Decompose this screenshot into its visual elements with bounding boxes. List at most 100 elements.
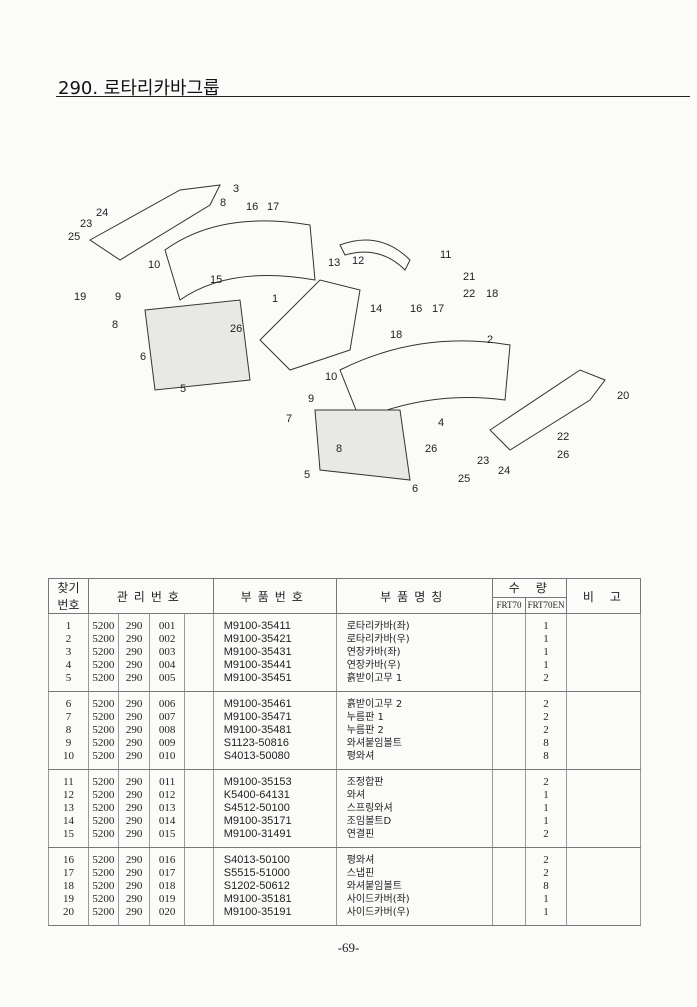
part-no-cell: S5515-51000 bbox=[212, 867, 337, 880]
qty-frt70en-cell: 8 bbox=[525, 750, 567, 770]
mgmt-no-2-cell: 290 bbox=[117, 711, 151, 724]
part-no-cell: M9100-35171 bbox=[212, 815, 337, 828]
mgmt-no-2-cell: 290 bbox=[117, 893, 151, 906]
part-no-cell: K5400-64131 bbox=[212, 789, 337, 802]
callout: 26 bbox=[557, 449, 569, 461]
mgmt-no-1-cell: 5200 bbox=[87, 737, 119, 750]
ref-no-cell: 7 bbox=[48, 711, 89, 724]
mgmt-blank-cell bbox=[183, 633, 214, 646]
remarks-cell bbox=[565, 906, 642, 926]
part-no-cell: S4013-50100 bbox=[212, 847, 337, 867]
callout: 17 bbox=[432, 303, 444, 315]
mgmt-no-1-cell: 5200 bbox=[87, 828, 119, 848]
qty-frt70-cell bbox=[491, 847, 527, 867]
mgmt-no-1-cell: 5200 bbox=[87, 646, 119, 659]
qty-frt70en-cell: 2 bbox=[525, 867, 567, 880]
qty-frt70en-cell: 1 bbox=[525, 633, 567, 646]
ref-no-cell: 8 bbox=[48, 724, 89, 737]
mgmt-no-3-cell: 020 bbox=[149, 906, 185, 926]
qty-frt70-cell bbox=[491, 711, 527, 724]
callout: 10 bbox=[148, 259, 160, 271]
part-no-cell: S1202-50612 bbox=[212, 880, 337, 893]
mgmt-no-2-cell: 290 bbox=[117, 691, 151, 711]
part-name-cell: 로타리카바(우) bbox=[335, 633, 493, 646]
mgmt-no-2-cell: 290 bbox=[117, 867, 151, 880]
callouts: 3 8 16 17 24 23 25 19 9 10 15 1 8 26 6 5… bbox=[68, 183, 629, 495]
ref-no-cell: 19 bbox=[48, 893, 89, 906]
callout: 9 bbox=[308, 393, 314, 405]
mgmt-blank-cell bbox=[183, 724, 214, 737]
mgmt-no-1-cell: 5200 bbox=[87, 769, 119, 789]
remarks-cell bbox=[565, 828, 642, 848]
ref-no-cell: 14 bbox=[48, 815, 89, 828]
remarks-cell bbox=[565, 659, 642, 672]
callout: 1 bbox=[272, 293, 278, 305]
header-qty-frt70en: FRT70EN bbox=[525, 596, 567, 615]
page-title: 290. 로타리카바그룹 bbox=[58, 78, 220, 99]
remarks-cell bbox=[565, 802, 642, 815]
rubber-flap-right bbox=[314, 409, 411, 481]
part-no-cell: M9100-35431 bbox=[212, 646, 337, 659]
qty-frt70-cell bbox=[491, 815, 527, 828]
qty-frt70-cell bbox=[491, 789, 527, 802]
page-number: -69- bbox=[337, 940, 360, 955]
mgmt-no-3-cell: 019 bbox=[149, 893, 185, 906]
remarks-cell bbox=[565, 711, 642, 724]
side-cover-right bbox=[489, 369, 606, 451]
mgmt-blank-cell bbox=[183, 691, 214, 711]
mgmt-no-2-cell: 290 bbox=[117, 906, 151, 926]
callout: 18 bbox=[486, 288, 498, 300]
mgmt-blank-cell bbox=[183, 802, 214, 815]
part-no-cell: M9100-35451 bbox=[212, 672, 337, 692]
remarks-cell bbox=[565, 847, 642, 867]
callout: 12 bbox=[352, 255, 364, 267]
mgmt-no-2-cell: 290 bbox=[117, 613, 151, 633]
qty-frt70-cell bbox=[491, 906, 527, 926]
qty-frt70en-cell: 1 bbox=[525, 802, 567, 815]
title-rule bbox=[56, 96, 690, 97]
ref-no-cell: 5 bbox=[48, 672, 89, 692]
ref-no-cell: 20 bbox=[48, 906, 89, 926]
mgmt-no-1-cell: 5200 bbox=[87, 789, 119, 802]
rubber-flap-left bbox=[144, 299, 251, 391]
mgmt-blank-cell bbox=[183, 893, 214, 906]
mgmt-no-2-cell: 290 bbox=[117, 880, 151, 893]
mgmt-no-2-cell: 290 bbox=[117, 633, 151, 646]
callout: 26 bbox=[230, 323, 242, 335]
adjust-plate bbox=[339, 239, 411, 271]
mgmt-no-3-cell: 005 bbox=[149, 672, 185, 692]
qty-frt70en-cell: 1 bbox=[525, 893, 567, 906]
part-name-cell: 사이드카버(우) bbox=[335, 906, 493, 926]
part-name-cell: 사이드카버(좌) bbox=[335, 893, 493, 906]
ref-no-cell: 2 bbox=[48, 633, 89, 646]
mgmt-no-2-cell: 290 bbox=[117, 646, 151, 659]
qty-frt70-cell bbox=[491, 750, 527, 770]
callout: 3 bbox=[233, 183, 239, 195]
ref-no-cell: 13 bbox=[48, 802, 89, 815]
mgmt-no-3-cell: 006 bbox=[149, 691, 185, 711]
qty-frt70-cell bbox=[491, 613, 527, 633]
mgmt-no-3-cell: 017 bbox=[149, 867, 185, 880]
callout: 19 bbox=[74, 291, 86, 303]
qty-frt70-cell bbox=[491, 828, 527, 848]
callout: 5 bbox=[304, 469, 310, 481]
callout: 13 bbox=[328, 257, 340, 269]
mgmt-no-3-cell: 001 bbox=[149, 613, 185, 633]
callout: 9 bbox=[115, 291, 121, 303]
part-name-cell: 조정합판 bbox=[335, 769, 493, 789]
qty-frt70en-cell: 2 bbox=[525, 769, 567, 789]
remarks-cell bbox=[565, 737, 642, 750]
part-name-cell: 로타리카바(좌) bbox=[335, 613, 493, 633]
